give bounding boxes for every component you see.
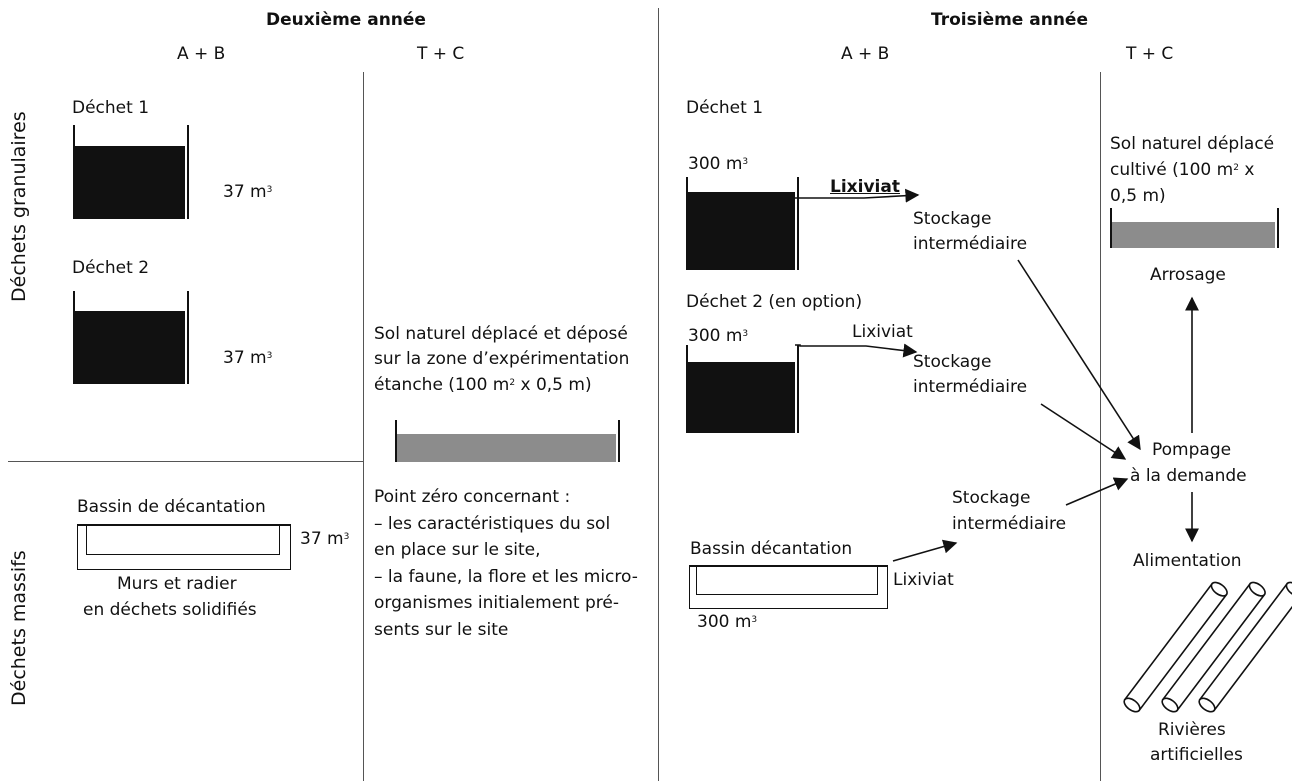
y2-dechet2-container [73,291,189,384]
column-tc-year3: T + C [1126,44,1174,64]
y3-dechet2-label: Déchet 2 (en option) [686,292,863,312]
divider-rows [8,461,363,462]
y2-murs-line1: Murs et radier [117,574,237,594]
rivieres-artificielles-icon [1123,581,1292,713]
y2-sol-line1: Sol naturel déplacé et déposé [374,324,628,344]
y3-alimentation: Alimentation [1133,551,1242,571]
arrow-stockage3-pompage [1065,477,1129,506]
y3-bassin-label: Bassin décantation [690,539,853,559]
y2-dechet1-volume: 37 m3 [223,182,273,202]
y3-dechet2-volume: 300 m3 [688,326,749,346]
y3-rivieres-line1: Rivières [1158,720,1226,740]
y2-point-zero-2: – les caractéristiques du sol [374,514,611,534]
y3-lixiviat-2: Lixiviat [852,322,913,342]
y2-bassin-volume: 37 m3 [300,529,350,549]
y3-rivieres-line2: artificielles [1150,745,1243,765]
y2-bassin-inner [86,526,280,555]
y3-stockage2-line1: Stockage [913,352,992,372]
y2-murs-line2: en déchets solidifiés [83,600,257,620]
divider-year3-columns [1100,72,1101,781]
heading-year3: Troisième année [931,10,1088,30]
y2-sol-fill [397,434,616,462]
y3-stockage3-line2: intermédiaire [952,514,1067,534]
y3-dechet2-fill [688,362,795,433]
y2-point-zero-6: sents sur le site [374,620,509,640]
y3-lixiviat2-line [795,343,918,358]
y3-lixiviat-1: Lixiviat [830,177,900,197]
divider-year2-columns [363,72,364,781]
divider-years [658,8,659,781]
y3-lixiviat3-arrow [892,539,958,562]
y2-dechet1-fill [75,146,185,219]
y2-sol-line3: étanche (100 m2 x 0,5 m) [374,375,592,395]
y3-sol-line3: 0,5 m) [1110,186,1166,206]
y3-sol-line1: Sol naturel déplacé [1110,134,1275,154]
y3-bassin-inner [696,567,878,595]
y3-dechet1-volume: 300 m3 [688,154,749,174]
y3-lixiviat-3: Lixiviat [893,570,954,590]
y3-stockage2-line2: intermédiaire [913,377,1028,397]
y3-stockage3-line1: Stockage [952,488,1031,508]
y3-pompage-line1: Pompage [1152,440,1232,460]
y3-arrosage: Arrosage [1150,265,1226,285]
y2-point-zero-1: Point zéro concernant : [374,487,571,507]
arrow-stockage2-pompage [1040,403,1127,460]
y2-dechet2-label: Déchet 2 [72,258,150,278]
y2-bassin-label: Bassin de décantation [77,497,266,517]
y2-sol-line2: sur la zone d’expérimentation [374,349,630,369]
column-ab-year2: A + B [177,44,226,64]
y3-sol-line2: cultivé (100 m2 x [1110,160,1255,180]
y3-bassin-volume: 300 m3 [697,612,758,632]
y3-sol-container [1110,208,1279,248]
y3-dechet1-container [686,177,799,270]
y3-stockage1-line2: intermédiaire [913,234,1028,254]
y3-pompage-line2: à la demande [1130,466,1247,486]
y2-sol-container [395,420,620,462]
y3-lixiviat1-line [795,188,920,203]
y3-dechet1-fill [688,192,795,270]
y2-dechet1-container [73,125,189,219]
y3-dechet1-label: Déchet 1 [686,98,764,118]
y2-point-zero-3: en place sur le site, [374,540,541,560]
y3-bassin-outer [689,565,888,609]
y3-stockage1-line1: Stockage [913,209,992,229]
y3-dechet2-container [686,345,799,433]
y2-dechet1-label: Déchet 1 [72,98,150,118]
heading-year2: Deuxième année [266,10,426,30]
y2-dechet2-fill [75,311,185,384]
y2-point-zero-4: – la faune, la flore et les micro- [374,567,638,587]
y2-dechet2-volume: 37 m3 [223,348,273,368]
arrow-stockage1-pompage [1017,259,1141,451]
y2-bassin-outer [77,524,291,570]
column-tc-year2: T + C [417,44,465,64]
column-ab-year3: A + B [841,44,890,64]
y3-sol-fill [1112,222,1275,248]
y2-point-zero-5: organismes initialement pré- [374,593,620,613]
